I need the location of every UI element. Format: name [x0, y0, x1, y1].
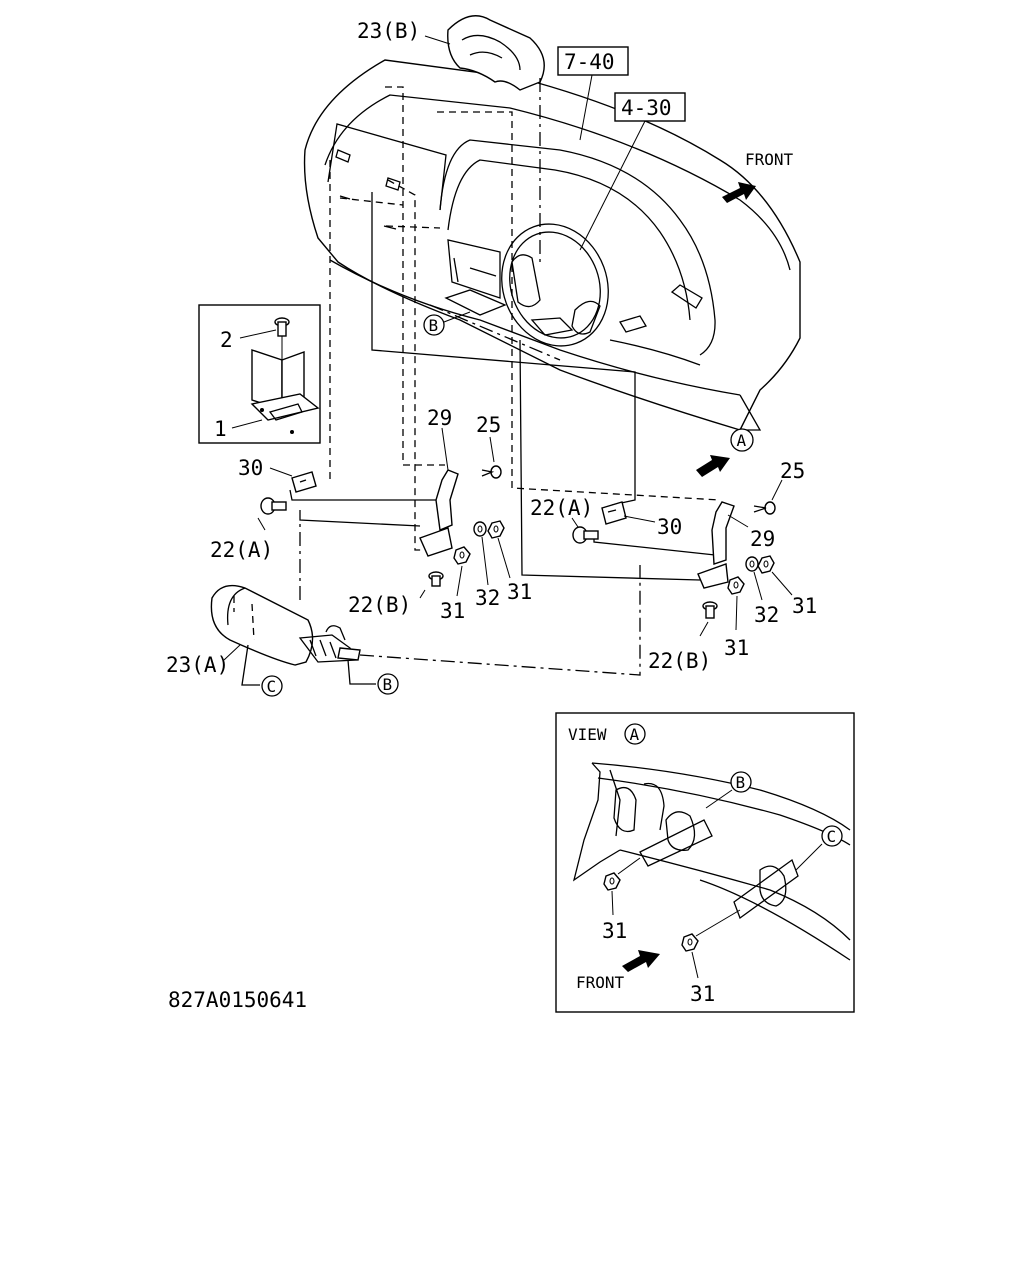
- callout-23a: 23(A): [166, 653, 229, 677]
- dashboard-panel: [303, 59, 801, 431]
- view-a-nut-1: 31: [602, 919, 627, 943]
- reference-box-4-30: 4-30: [614, 92, 686, 122]
- right-bracket-30: 30: [601, 501, 682, 539]
- callout-30-right: 30: [657, 515, 682, 539]
- callout-22a-right: 22(A): [530, 496, 593, 520]
- passenger-airbag-module: 23(A) C B: [166, 584, 399, 697]
- marker-a-arrow: A: [696, 428, 754, 477]
- right-washer-32: 32: [745, 556, 779, 627]
- callout-22a-left: 22(A): [210, 538, 273, 562]
- view-a-nut-2: 31: [690, 982, 715, 1006]
- reference-box-7-40: 7-40: [557, 46, 629, 76]
- marker-b-left-label: B: [383, 675, 393, 694]
- callout-31-d: 31: [724, 636, 749, 660]
- left-screw-25: 25: [476, 413, 502, 479]
- left-bracket-29: 29: [419, 406, 459, 557]
- view-a-marker: A: [630, 725, 640, 744]
- callout-22b-left: 22(B): [348, 593, 411, 617]
- callout-32-left: 32: [475, 586, 500, 610]
- left-bracket-30: 30: [238, 456, 317, 493]
- left-nut-31-a: 31: [487, 520, 532, 604]
- right-bolt-22a: 22(A): [530, 496, 599, 544]
- right-screw-25: 25: [753, 459, 805, 515]
- callout-29-left: 29: [427, 406, 452, 430]
- leader-lines: [289, 78, 721, 676]
- right-nut-31-c: 31: [757, 555, 817, 618]
- left-bolt-22a: 22(A): [210, 497, 287, 562]
- right-bolt-22b: 22(B): [648, 601, 718, 673]
- view-a-marker-c: C: [827, 827, 837, 846]
- left-nut-31-b: 31: [440, 546, 471, 623]
- marker-a-label: A: [737, 431, 747, 450]
- callout-22b-right: 22(B): [648, 649, 711, 673]
- ref-7-40-label: 7-40: [564, 50, 615, 74]
- view-a-inset: VIEW A B C 31 31 FRONT: [555, 712, 855, 1013]
- callout-31-b: 31: [440, 599, 465, 623]
- callout-31-c: 31: [792, 594, 817, 618]
- callout-32-right: 32: [754, 603, 779, 627]
- right-bracket-29: 29: [697, 501, 775, 589]
- front-label-top: FRONT: [745, 150, 794, 169]
- right-nut-31-d: 31: [724, 576, 749, 660]
- view-a-marker-b: B: [736, 773, 746, 792]
- callout-25-right: 25: [780, 459, 805, 483]
- left-bolt-22b: 22(B): [348, 571, 444, 617]
- part-number: 827A0150641: [168, 988, 307, 1012]
- marker-c-left-label: C: [267, 677, 277, 696]
- front-arrow-top: FRONT: [722, 150, 794, 203]
- sensor-inset-box: 2 1: [198, 304, 321, 444]
- callout-25-left: 25: [476, 413, 501, 437]
- callout-2: 2: [220, 328, 233, 352]
- marker-b-dash-label: B: [429, 316, 439, 335]
- callout-31-a: 31: [507, 580, 532, 604]
- callout-30-left: 30: [238, 456, 263, 480]
- callout-1: 1: [214, 417, 227, 441]
- callout-23b: 23(B): [357, 19, 420, 43]
- callout-29-right: 29: [750, 527, 775, 551]
- view-a-title: VIEW: [568, 725, 607, 744]
- left-washer-32: 32: [473, 521, 500, 610]
- view-a-front-label: FRONT: [576, 973, 625, 992]
- marker-b-dash: B: [423, 289, 507, 336]
- driver-airbag-module: [447, 15, 545, 91]
- ref-4-30-label: 4-30: [621, 96, 672, 120]
